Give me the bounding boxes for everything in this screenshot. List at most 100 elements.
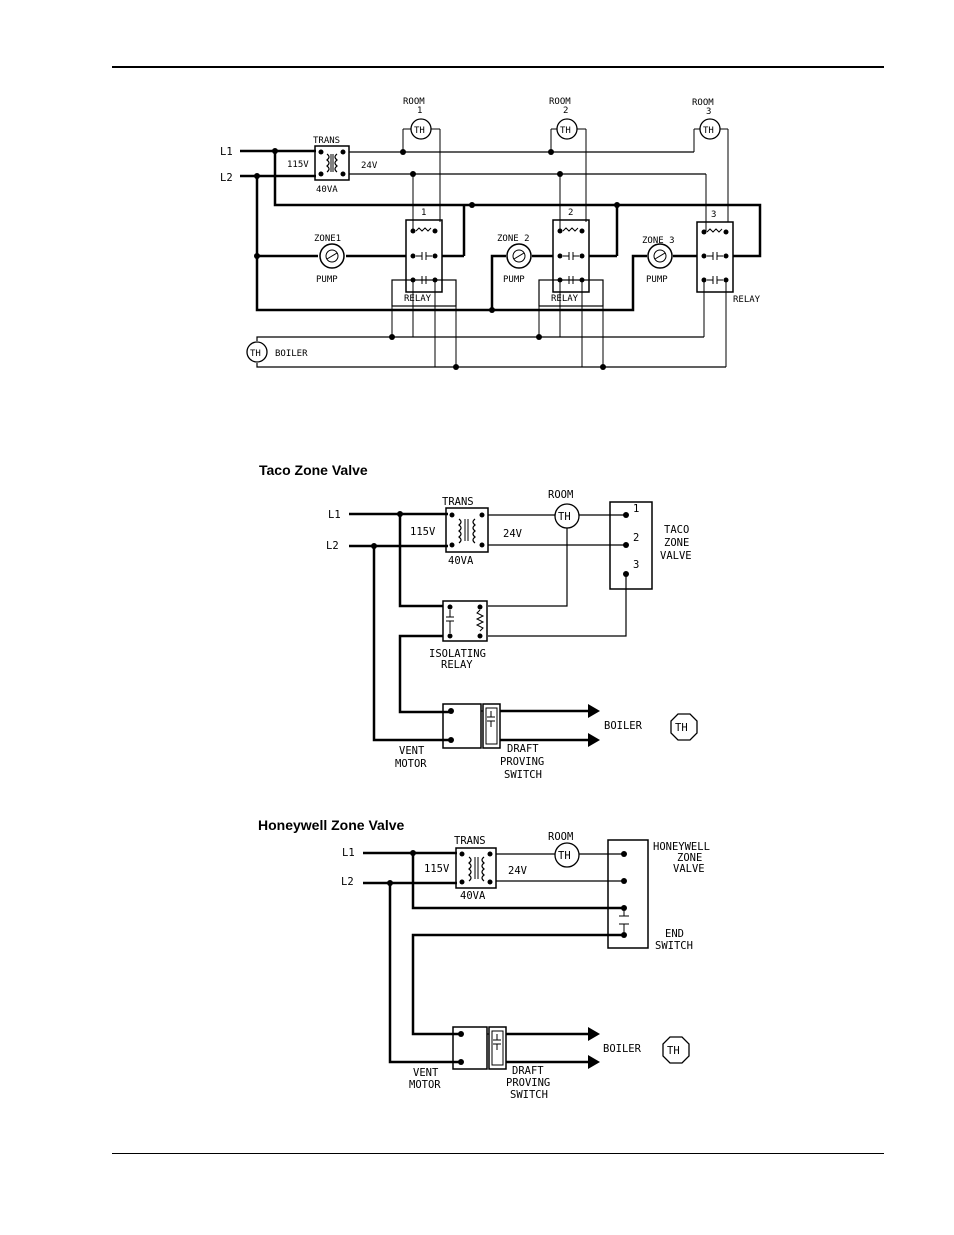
room-3-label: ROOM xyxy=(692,98,714,108)
taco-va40-label: 40VA xyxy=(448,555,474,567)
relay-1-number: 1 xyxy=(421,208,426,218)
taco-isolating-label-2: RELAY xyxy=(441,659,473,671)
room-2-label: ROOM xyxy=(549,97,571,107)
hw-l1-label: L1 xyxy=(342,847,355,859)
taco-isolating-label-1: ISOLATING xyxy=(429,648,486,660)
relay-2: 2 RELAY xyxy=(538,174,604,307)
hw-valve-label-1: HONEYWELL xyxy=(653,841,710,853)
hw-trans-label: TRANS xyxy=(454,835,486,847)
taco-terminal-2: 2 xyxy=(633,532,639,544)
boiler-thermostat: TH BOILER xyxy=(246,341,308,363)
zone-1-pump-label: PUMP xyxy=(316,275,338,285)
taco-l2-label: L2 xyxy=(326,540,339,552)
taco-terminal-1: 1 xyxy=(633,503,639,515)
honeywell-zone-valve-diagram: L1 L2 TRANS 115V 24V 40VA ROOM TH xyxy=(341,831,710,1101)
hw-zone-valve: HONEYWELL ZONE VALVE END SWITCH xyxy=(607,839,710,952)
taco-draft-proving-switch: DRAFT PROVING SWITCH xyxy=(481,703,544,781)
hw-vent-label-1: VENT xyxy=(413,1067,439,1079)
taco-vent-motor: VENT MOTOR xyxy=(395,703,482,770)
zone-1-pump: ZONE1 PUMP xyxy=(314,234,345,285)
hw-valve-label-3: VALVE xyxy=(673,863,705,875)
taco-boiler-thermostat: TH xyxy=(670,713,698,741)
hw-l2-label: L2 xyxy=(341,876,354,888)
zone-2-label: ZONE 2 xyxy=(497,234,530,244)
taco-vent-label-1: VENT xyxy=(399,745,425,757)
room-1-number: 1 xyxy=(417,106,422,116)
room-thermostat-1: ROOM 1 TH xyxy=(402,97,441,222)
taco-room-thermostat: ROOM TH xyxy=(548,489,580,529)
taco-valve-label-1: TACO xyxy=(664,524,689,536)
taco-zone-valve-diagram: L1 L2 TRANS 115V 24V 40VA ROOM TH 1 xyxy=(326,489,698,781)
zone-3-label: ZONE 3 xyxy=(642,236,675,246)
v115-label: 115V xyxy=(287,160,309,170)
hw-boiler-label: BOILER xyxy=(603,1043,642,1055)
boiler-label: BOILER xyxy=(275,349,308,359)
hw-v115-label: 115V xyxy=(424,863,450,875)
honeywell-heading: Honeywell Zone Valve xyxy=(258,817,405,833)
zone-2-pump: ZONE 2 PUMP xyxy=(497,234,532,285)
hw-th-room: TH xyxy=(558,850,571,862)
room-thermostat-2: ROOM 2 TH xyxy=(549,97,587,222)
taco-vent-label-2: MOTOR xyxy=(395,758,427,770)
th-boiler: TH xyxy=(250,349,261,359)
hw-boiler-thermostat: TH xyxy=(662,1036,690,1064)
relay-1: 1 RELAY xyxy=(391,174,457,307)
va40-label: 40VA xyxy=(316,185,338,195)
transformer xyxy=(314,145,350,181)
taco-l1-label: L1 xyxy=(328,509,341,521)
taco-v115-label: 115V xyxy=(410,526,436,538)
hw-draft-label-3: SWITCH xyxy=(510,1089,548,1101)
hw-va40-label: 40VA xyxy=(460,890,486,902)
th-room-3: TH xyxy=(703,126,714,136)
top-rule xyxy=(112,66,884,68)
taco-draft-label-1: DRAFT xyxy=(507,743,539,755)
hw-room-label: ROOM xyxy=(548,831,573,843)
relay-2-number: 2 xyxy=(568,208,573,218)
taco-transformer xyxy=(445,507,489,553)
hw-end-switch-label-1: END xyxy=(665,928,684,940)
taco-heading: Taco Zone Valve xyxy=(259,462,368,478)
taco-th-boiler: TH xyxy=(675,722,688,734)
relay-1-label: RELAY xyxy=(404,294,432,304)
hw-th-boiler: TH xyxy=(667,1045,680,1057)
hw-vent-motor: VENT MOTOR xyxy=(409,1026,488,1091)
room-1-label: ROOM xyxy=(403,97,425,107)
hw-draft-label-1: DRAFT xyxy=(512,1065,544,1077)
trans-label: TRANS xyxy=(313,136,340,146)
hw-vent-label-2: MOTOR xyxy=(409,1079,441,1091)
taco-isolating-relay: ISOLATING RELAY xyxy=(429,600,488,671)
hw-room-thermostat: ROOM TH xyxy=(548,831,580,868)
taco-th-room: TH xyxy=(558,511,571,523)
zone-2-pump-label: PUMP xyxy=(503,275,525,285)
room-thermostat-3: ROOM 3 TH xyxy=(692,98,729,222)
th-room-2: TH xyxy=(560,126,571,136)
taco-v24-label: 24V xyxy=(503,528,523,540)
hw-end-switch-label-2: SWITCH xyxy=(655,940,693,952)
relay-2-label: RELAY xyxy=(551,294,579,304)
pump-zoning-diagram: L1 L2 TRANS 115V 24V 40VA ROOM 1 TH xyxy=(220,97,762,370)
relay-3-label: RELAY xyxy=(733,295,761,305)
taco-room-label: ROOM xyxy=(548,489,573,501)
taco-boiler-label: BOILER xyxy=(604,720,643,732)
taco-zone-valve: 1 2 3 TACO ZONE VALVE xyxy=(609,501,692,590)
hw-draft-proving-switch: DRAFT PROVING SWITCH xyxy=(487,1026,550,1101)
taco-valve-label-2: ZONE xyxy=(664,537,689,549)
relay-3-number: 3 xyxy=(711,210,716,220)
hw-valve-label-2: ZONE xyxy=(677,852,702,864)
hw-transformer xyxy=(455,847,497,889)
zone-3-pump: ZONE 3 PUMP xyxy=(642,236,675,285)
room-3-number: 3 xyxy=(706,107,711,117)
hw-draft-label-2: PROVING xyxy=(506,1077,550,1089)
th-room-1: TH xyxy=(414,126,425,136)
bottom-rule xyxy=(112,1153,884,1154)
taco-valve-label-3: VALVE xyxy=(660,550,692,562)
hw-v24-label: 24V xyxy=(508,865,528,877)
room-2-number: 2 xyxy=(563,106,568,116)
zone-3-pump-label: PUMP xyxy=(646,275,668,285)
zone-1-label: ZONE1 xyxy=(314,234,341,244)
l2-label: L2 xyxy=(220,172,233,184)
taco-draft-label-3: SWITCH xyxy=(504,769,542,781)
l1-label: L1 xyxy=(220,146,233,158)
v24-label: 24V xyxy=(361,161,378,171)
